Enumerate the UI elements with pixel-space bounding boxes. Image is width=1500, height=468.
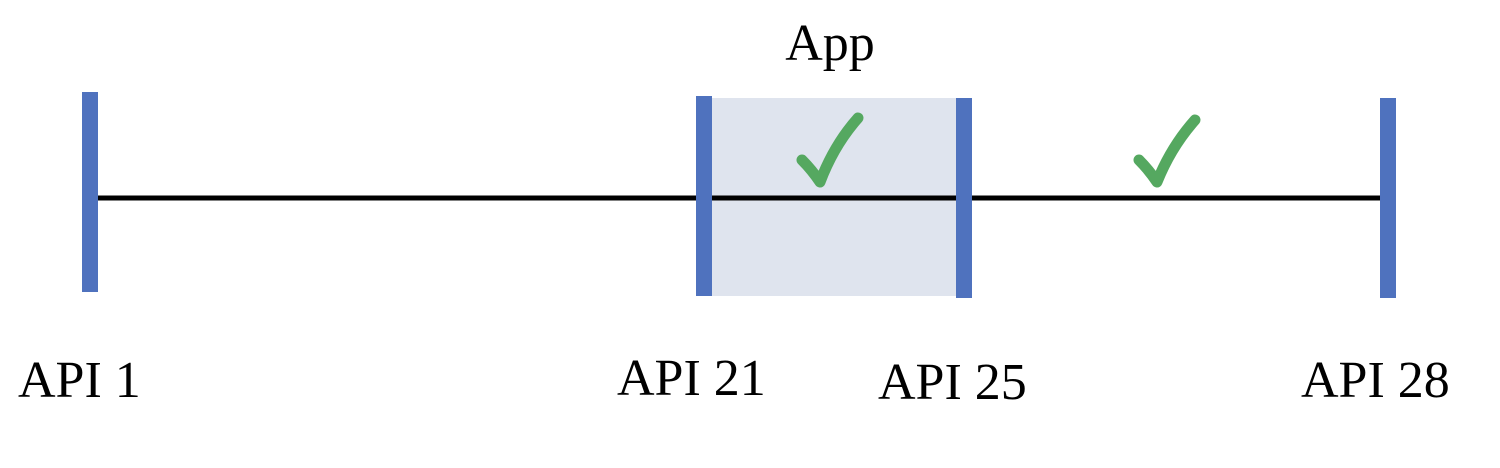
marker-label-api-1: API 1 bbox=[18, 352, 141, 409]
marker-api-28 bbox=[1380, 98, 1396, 298]
marker-label-api-25: API 25 bbox=[878, 354, 1027, 411]
check-icon bbox=[1133, 114, 1201, 188]
app-label: App bbox=[785, 15, 875, 72]
marker-api-25 bbox=[956, 98, 972, 298]
marker-api-21 bbox=[696, 96, 712, 296]
marker-label-api-21: API 21 bbox=[617, 350, 766, 407]
marker-label-api-28: API 28 bbox=[1301, 352, 1450, 409]
check-icon bbox=[796, 112, 864, 188]
marker-api-1 bbox=[82, 92, 98, 292]
